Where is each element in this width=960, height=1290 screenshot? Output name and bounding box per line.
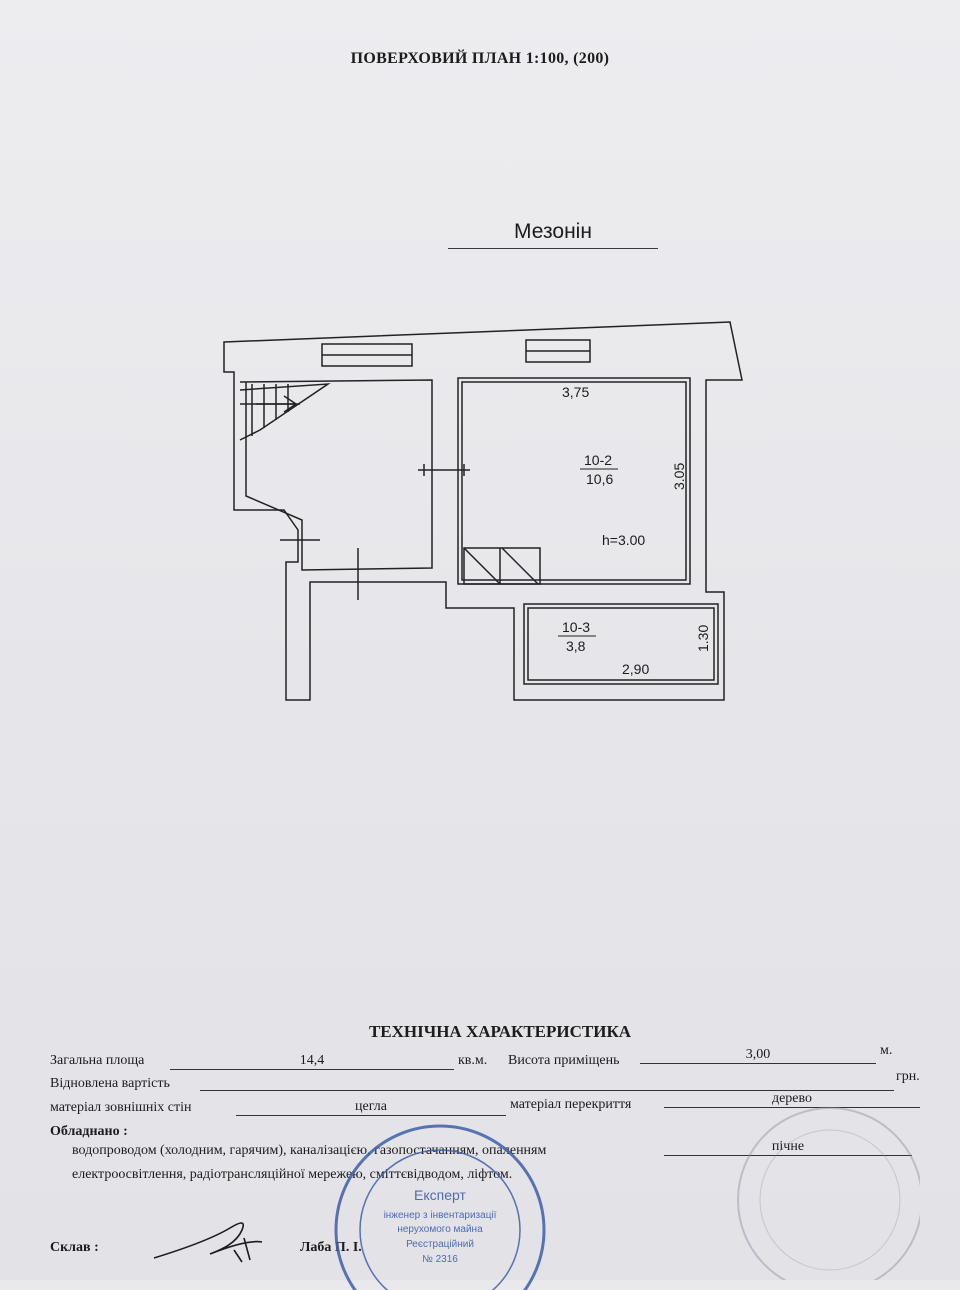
built-in-cabinet bbox=[463, 547, 541, 585]
floor-plan-drawing: 3,75 10-2 10,6 3.05 h=3.00 10-3 3,8 2,90… bbox=[223, 321, 743, 701]
room-10-3-length: 1.30 bbox=[695, 625, 711, 652]
tech-section-title: ТЕХНІЧНА ХАРАКТЕРИСТИКА bbox=[368, 1022, 632, 1041]
total-area-value: 14,4 bbox=[170, 1052, 454, 1070]
equipped-label: Обладнано : bbox=[50, 1124, 128, 1139]
page-title: ПОВЕРХОВИЙ ПЛАН 1:100, (200) bbox=[350, 50, 610, 67]
stamp-line-3: нерухомого майна bbox=[397, 1224, 483, 1235]
room-10-2-height: h=3.00 bbox=[602, 532, 645, 548]
room-10-2-width: 3,75 bbox=[562, 384, 589, 400]
stamp-line-5: № 2316 bbox=[422, 1254, 458, 1265]
stamp-line-2: інженер з інвентаризації bbox=[384, 1210, 497, 1221]
area-unit: кв.м. bbox=[458, 1053, 488, 1068]
floor-label: Мезонін bbox=[448, 220, 658, 249]
stamp-line-4: Реєстраційний bbox=[406, 1239, 474, 1250]
wall-material-value: цегла bbox=[236, 1098, 506, 1116]
room-10-3-width: 2,90 bbox=[622, 661, 649, 677]
height-label: Висота приміщень bbox=[508, 1053, 620, 1068]
room-10-3-area: 3,8 bbox=[566, 638, 586, 654]
equipment-line-1: водопроводом (холодним, гарячим), каналі… bbox=[72, 1143, 547, 1158]
expert-stamp: Експерт інженер з інвентаризації нерухом… bbox=[334, 1124, 546, 1290]
restored-cost-value bbox=[200, 1073, 894, 1091]
height-value: 3,00 bbox=[640, 1046, 876, 1064]
stamp-line-1: Експерт bbox=[414, 1187, 466, 1203]
floor-material-label: матеріал перекриття bbox=[510, 1097, 632, 1112]
total-area-label: Загальна площа bbox=[50, 1053, 145, 1068]
room-10-2-area: 10,6 bbox=[586, 471, 613, 487]
floor-material-value: дерево bbox=[664, 1090, 920, 1108]
currency: грн. bbox=[896, 1069, 920, 1084]
faded-stamp bbox=[737, 1107, 920, 1280]
room-10-2-length: 3.05 bbox=[671, 463, 687, 490]
compiled-by-label: Склав : bbox=[50, 1240, 99, 1255]
heating-value: пічне bbox=[664, 1138, 912, 1156]
equipment-line-2: електроосвітлення, радіотрансляційної ме… bbox=[72, 1167, 513, 1182]
compiler-name: Лаба П. І. bbox=[300, 1240, 362, 1255]
signature bbox=[153, 1222, 263, 1263]
room-10-2-inner bbox=[461, 381, 687, 581]
stair-arrow bbox=[256, 395, 298, 413]
cabinet-line bbox=[463, 547, 501, 585]
room-10-3-outline bbox=[523, 603, 719, 685]
wall-material-label: матеріал зовнішніх стін bbox=[50, 1100, 192, 1115]
plan-inner-wall bbox=[239, 379, 433, 571]
room-10-3-id: 10-3 bbox=[562, 619, 590, 635]
staircase bbox=[239, 383, 331, 441]
stamp-inner-ring bbox=[359, 1149, 521, 1290]
room-10-2-outline bbox=[457, 377, 691, 585]
height-unit: м. bbox=[880, 1043, 893, 1058]
room-10-3-inner bbox=[527, 607, 715, 681]
plan-outer-wall bbox=[223, 321, 743, 701]
cabinet-line bbox=[501, 547, 539, 585]
stamp-outer-ring bbox=[334, 1124, 546, 1290]
restored-cost-label: Відновлена вартість bbox=[50, 1076, 170, 1091]
room-10-2-id: 10-2 bbox=[584, 452, 612, 468]
